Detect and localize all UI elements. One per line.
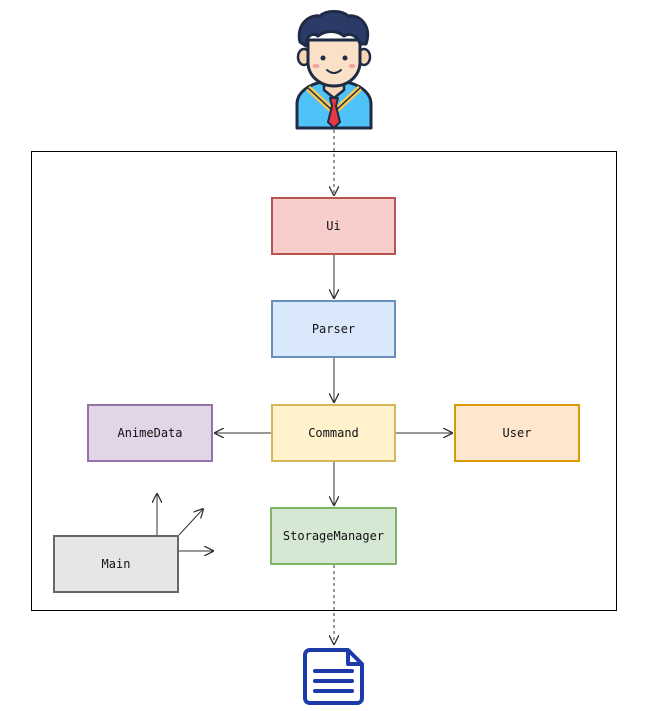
document-icon — [303, 648, 364, 705]
main-component: Main — [53, 535, 179, 593]
ui-component-label: Ui — [326, 219, 341, 233]
main-component-label: Main — [101, 557, 131, 571]
user-component-label: User — [502, 426, 532, 440]
ui-component: Ui — [271, 197, 396, 255]
user-component: User — [454, 404, 580, 462]
parser-component-label: Parser — [311, 322, 356, 336]
storage-manager-component: StorageManager — [270, 507, 397, 565]
parser-component: Parser — [271, 300, 396, 358]
storage-manager-component-label: StorageManager — [282, 529, 385, 543]
system-boundary-frame — [31, 151, 617, 611]
main-diagonal-arrow — [178, 509, 203, 536]
command-component-label: Command — [308, 426, 359, 440]
user-avatar-icon — [295, 10, 373, 130]
anime-data-component: AnimeData — [87, 404, 213, 462]
command-component: Command — [271, 404, 396, 462]
anime-data-component-label: AnimeData — [117, 426, 183, 440]
